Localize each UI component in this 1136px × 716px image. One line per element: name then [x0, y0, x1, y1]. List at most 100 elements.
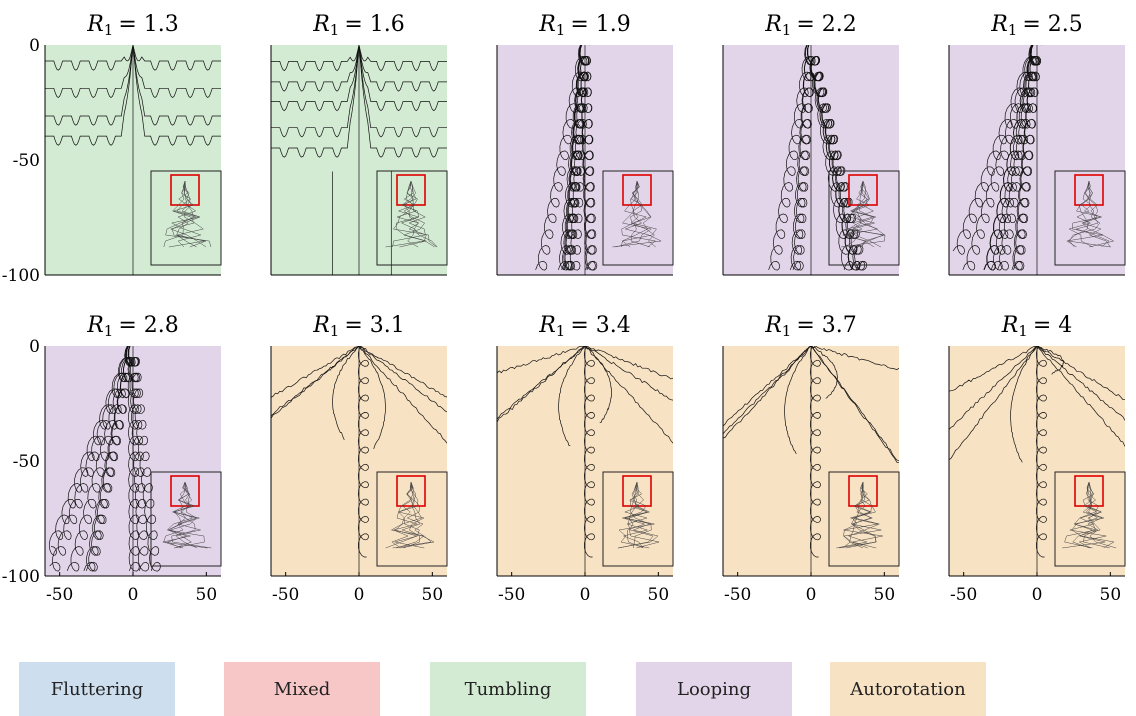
inset-highlight — [1074, 475, 1104, 507]
panel-title: R1= 1.3 — [86, 12, 179, 39]
inset-trajectory — [841, 180, 874, 248]
x-tick-label: -50 — [46, 585, 73, 605]
trajectory-line — [1036, 346, 1125, 447]
trajectory-line — [809, 346, 821, 558]
title-value: = 3.1 — [344, 313, 404, 338]
x-tick-label: 0 — [580, 585, 591, 605]
trajectory-line — [357, 346, 369, 558]
x-tick-label: 0 — [354, 585, 365, 605]
panel-5: R1= 2.5 — [948, 12, 1126, 276]
title-symbol: R — [86, 313, 104, 338]
trajectory-line — [45, 45, 134, 98]
inset-trajectory — [622, 481, 649, 549]
panel-3: R1= 1.9 — [496, 12, 674, 276]
inset-highlight — [622, 174, 652, 206]
panel-title: R1= 2.8 — [86, 313, 179, 340]
trajectory-line — [810, 346, 899, 464]
x-tick-label: 0 — [806, 585, 817, 605]
trajectory-line — [990, 45, 1043, 271]
trajectory-group — [271, 45, 447, 275]
inset-box — [150, 471, 222, 567]
trajectory-line — [127, 346, 150, 572]
title-symbol: R — [764, 12, 782, 37]
inset-box — [828, 170, 900, 266]
title-subscript: 1 — [1018, 322, 1028, 340]
trajectory-line — [497, 346, 586, 374]
trajectory-line — [583, 346, 595, 558]
trajectory-line — [497, 346, 586, 423]
panel-title: R1= 3.7 — [764, 313, 857, 340]
trajectory-line — [66, 346, 139, 572]
panel-1: R1= 1.30-50-100 — [2, 12, 222, 286]
trajectory-line — [49, 346, 139, 572]
y-tick-label: -100 — [2, 266, 40, 286]
title-symbol: R — [1001, 313, 1019, 338]
y-tick-label: -50 — [13, 151, 40, 171]
inset-trajectory — [630, 180, 651, 248]
trajectory-line — [810, 346, 838, 399]
legend-fluttering: Fluttering — [19, 662, 175, 716]
inset-highlight — [396, 475, 426, 507]
y-tick-label: -100 — [2, 567, 40, 587]
trajectory-group — [48, 346, 161, 576]
trajectory-line — [1011, 45, 1043, 271]
y-tick-label: -50 — [13, 452, 40, 472]
trajectory-line — [359, 346, 447, 398]
inset-box — [602, 170, 674, 266]
trajectory-line — [45, 45, 134, 126]
trajectory-line — [563, 45, 591, 271]
inset-trajectory — [618, 481, 655, 549]
title-subscript: 1 — [1008, 21, 1018, 39]
inset-trajectory — [856, 180, 886, 248]
trajectory-line — [784, 346, 812, 455]
title-subscript: 1 — [330, 21, 340, 39]
title-symbol: R — [538, 313, 556, 338]
panel-2: R1= 1.6 — [270, 12, 448, 276]
x-tick-label: -50 — [498, 585, 525, 605]
trajectory-group — [45, 45, 221, 275]
title-symbol: R — [538, 12, 556, 37]
x-tick-label: 50 — [1100, 585, 1122, 605]
trajectory-line — [807, 45, 868, 271]
inset-trajectory — [845, 180, 879, 248]
title-subscript: 1 — [782, 21, 792, 39]
trajectory-line — [557, 45, 591, 271]
inset-trajectory — [1082, 180, 1111, 248]
inset-trajectory — [1068, 180, 1093, 248]
panel-title: R1= 3.1 — [312, 313, 405, 340]
trajectory-group — [768, 45, 868, 275]
inset-trajectory — [162, 481, 208, 549]
trajectory-line — [132, 45, 221, 126]
inset-trajectory — [395, 180, 427, 248]
trajectory-line — [962, 45, 1043, 271]
title-symbol: R — [312, 12, 330, 37]
trajectory-line — [584, 346, 612, 423]
trajectory-line — [584, 346, 673, 401]
panel-4: R1= 2.2 — [722, 12, 900, 276]
title-subscript: 1 — [104, 21, 114, 39]
title-value: = 4 — [1033, 313, 1072, 338]
title-subscript: 1 — [782, 322, 792, 340]
trajectory-line — [358, 45, 447, 92]
panel-title: R1= 2.5 — [990, 12, 1083, 39]
trajectory-line — [271, 45, 360, 112]
inset-trajectory — [1071, 481, 1115, 549]
inset-trajectory — [390, 481, 432, 549]
inset-trajectory — [843, 481, 882, 549]
trajectory-line — [723, 346, 812, 427]
trajectory-line — [358, 45, 447, 138]
title-symbol: R — [764, 313, 782, 338]
title-symbol: R — [312, 313, 330, 338]
trajectory-line — [558, 346, 586, 446]
title-value: = 1.6 — [344, 12, 404, 37]
trajectory-group — [952, 45, 1043, 275]
trajectory-line — [723, 346, 812, 435]
trajectory-line — [271, 346, 360, 398]
trajectory-line — [535, 45, 591, 271]
inset-trajectory — [163, 481, 198, 549]
inset-trajectory — [615, 180, 652, 248]
trajectory-line — [768, 45, 817, 271]
